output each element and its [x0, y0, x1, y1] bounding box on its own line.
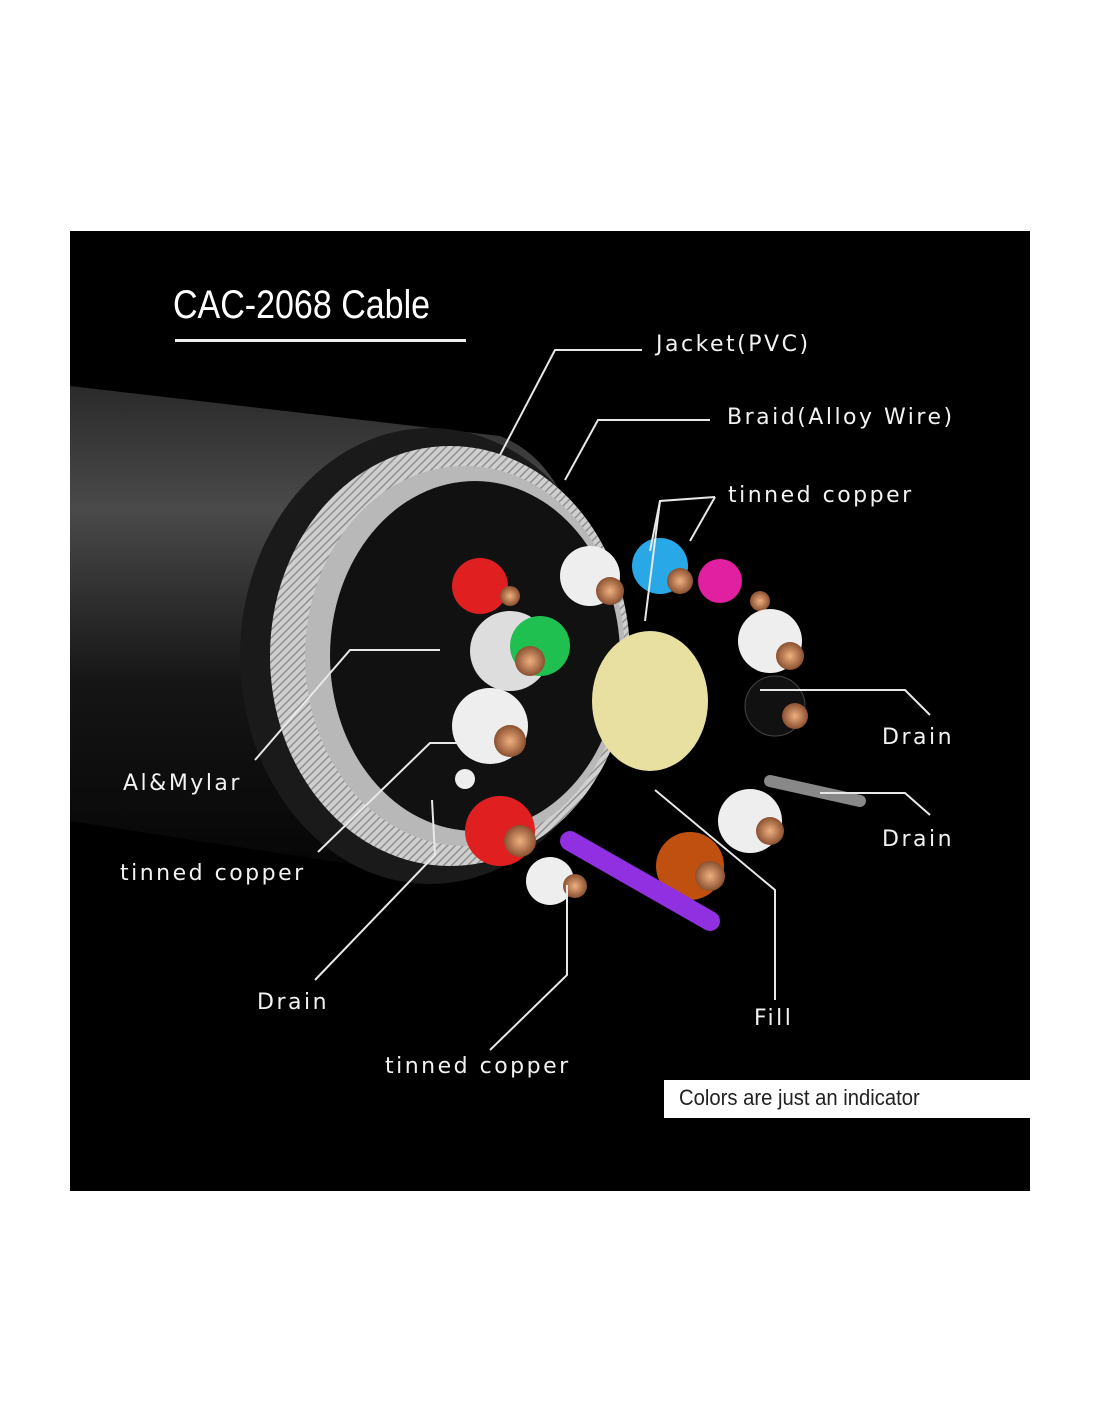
leader-lines — [254, 349, 931, 1051]
label-jacket: Jacket(PVC) — [656, 332, 811, 357]
color-disclaimer-box: Colors are just an indicator — [664, 1080, 1030, 1118]
cable-diagram: CAC-2068 Cable Jacket(PVC) Braid(Alloy W… — [70, 231, 1030, 1191]
label-drain-right-1: Drain — [882, 725, 955, 750]
cable-illustration — [70, 349, 931, 1051]
label-tinned-copper-bottom: tinned copper — [385, 1054, 571, 1079]
label-braid: Braid(Alloy Wire) — [727, 405, 955, 430]
diagram-title: CAC-2068 Cable — [173, 283, 431, 327]
label-drain-left: Drain — [257, 990, 330, 1015]
fill-core — [592, 631, 708, 771]
color-disclaimer-text: Colors are just an indicator — [679, 1085, 920, 1110]
wires — [452, 538, 866, 931]
label-tinned-copper-top: tinned copper — [728, 483, 914, 508]
label-drain-right-2: Drain — [882, 827, 955, 852]
title-underline — [175, 339, 466, 342]
label-tinned-copper-left: tinned copper — [120, 861, 306, 886]
label-al-mylar: Al&Mylar — [123, 771, 242, 796]
label-fill: Fill — [754, 1006, 794, 1031]
